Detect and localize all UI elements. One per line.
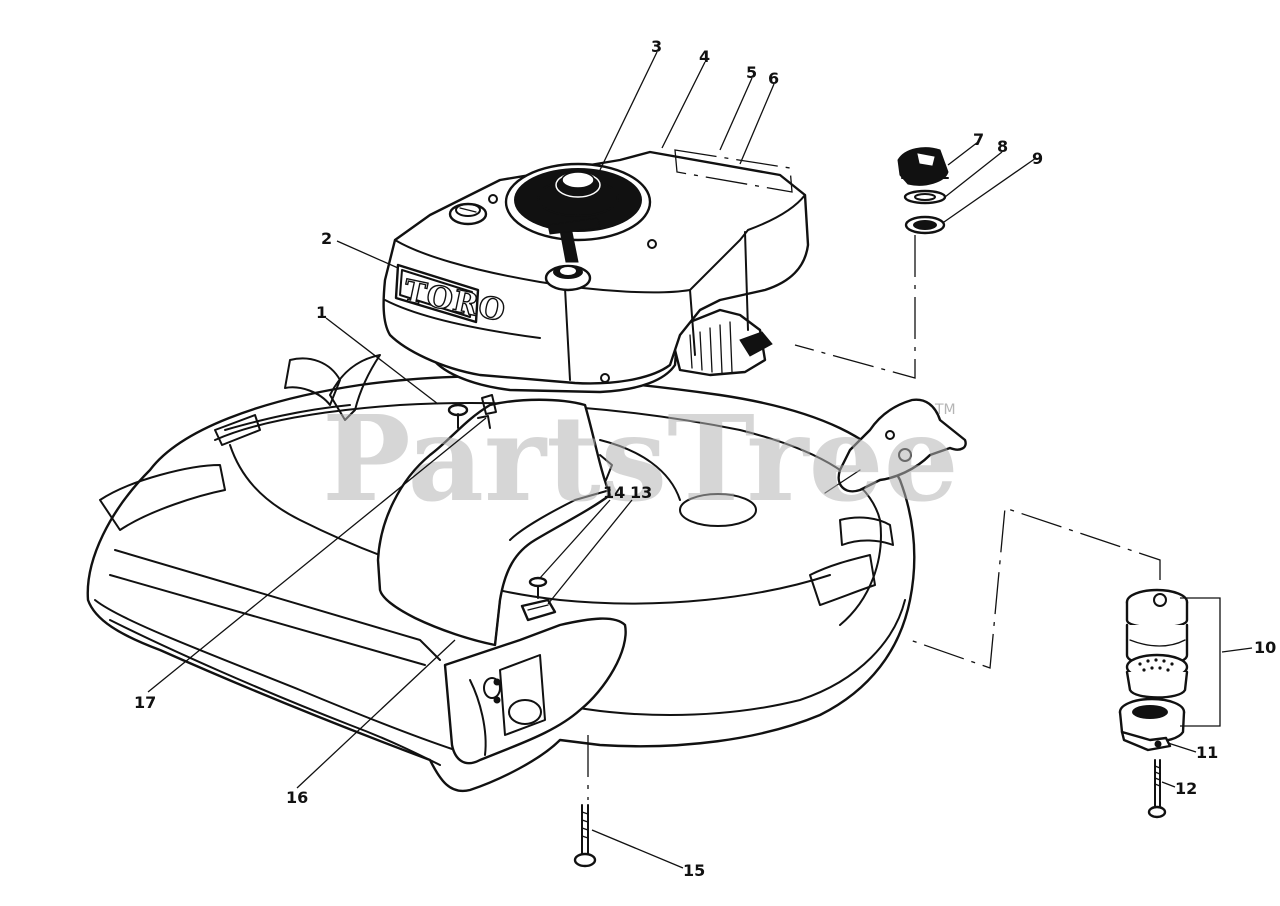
callout-11: 11 xyxy=(1196,743,1218,762)
callout-2: 2 xyxy=(321,229,332,248)
callout-10: 10 xyxy=(1254,638,1276,657)
screen-holes xyxy=(1138,658,1174,672)
callout-15: 15 xyxy=(683,861,705,880)
callout-1: 1 xyxy=(316,303,327,322)
wheel-bracket-left xyxy=(443,617,627,765)
callout-17: 17 xyxy=(134,693,156,712)
callout-14: 14 xyxy=(603,483,625,502)
callout-5: 5 xyxy=(746,63,757,82)
muffler-assembly xyxy=(909,507,1221,819)
callout-labels: 1 2 3 4 5 6 7 8 9 10 11 12 13 14 15 16 1… xyxy=(134,37,1276,880)
watermark: PartsTree TM xyxy=(322,389,959,528)
callout-8: 8 xyxy=(997,137,1008,156)
fasteners xyxy=(447,394,597,868)
callout-13: 13 xyxy=(630,483,652,502)
callout-4: 4 xyxy=(699,47,710,66)
watermark-text: PartsTree xyxy=(322,389,959,528)
callout-7: 7 xyxy=(973,130,984,149)
cap-assembly xyxy=(794,147,949,379)
leader-lines xyxy=(147,51,1253,869)
callout-16: 16 xyxy=(286,788,308,807)
watermark-trademark: TM xyxy=(934,402,956,418)
callout-9: 9 xyxy=(1032,149,1043,168)
callout-6: 6 xyxy=(768,69,779,88)
wheel-bracket-right xyxy=(824,398,967,494)
callout-3: 3 xyxy=(651,37,662,56)
callout-12: 12 xyxy=(1175,779,1197,798)
engine: TORO xyxy=(382,149,810,394)
